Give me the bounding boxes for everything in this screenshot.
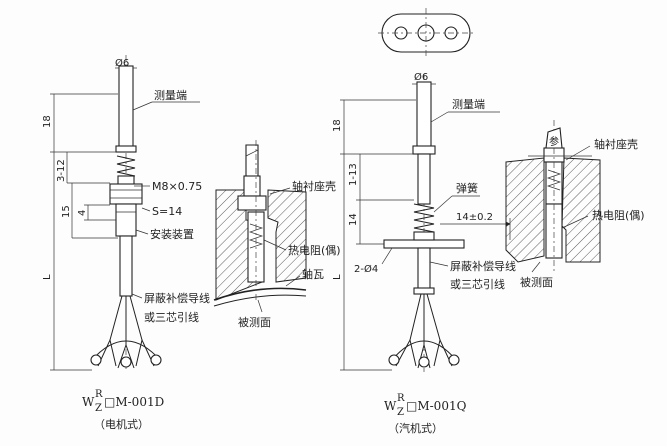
- lead-wire-label: 屏蔽补偿导线: [450, 259, 516, 273]
- model-caption: （汽机式）: [388, 421, 443, 435]
- spring: [413, 203, 435, 233]
- model-code: □M-001D: [104, 395, 164, 409]
- turbine-section-view: 参 轴衬座壳 热电阻(偶) 被测面: [505, 120, 645, 289]
- housing-hatch: [267, 189, 307, 283]
- spring: [116, 155, 136, 177]
- model-prefix: W: [384, 399, 397, 413]
- model-sub: Z: [397, 407, 404, 418]
- measuring-end-label: 测量端: [154, 89, 187, 102]
- flange-dim-label: 14±0.2: [456, 212, 493, 223]
- terminal-lug: [448, 354, 460, 366]
- terminal-lug: [120, 356, 132, 368]
- dim-14: 14: [348, 213, 359, 226]
- lead-wire-label: 屏蔽补偿导线: [144, 291, 210, 305]
- section-mark: 参: [549, 135, 559, 148]
- rtd-label: 热电阻(偶): [592, 209, 645, 222]
- measured-surface-label: 被测面: [238, 316, 271, 329]
- motor-section-view: 轴衬座壳 热电阻(偶) 轴瓦 被测面: [213, 140, 341, 329]
- bearing-housing-label: 轴衬座壳: [292, 179, 336, 193]
- terminal-lug: [418, 356, 430, 368]
- bearing-housing-label: 轴衬座壳: [594, 137, 638, 151]
- measuring-end-label: 测量端: [452, 98, 485, 111]
- probe-tube: [118, 65, 134, 149]
- dim-4: 4: [77, 210, 88, 216]
- dim-L: L: [42, 274, 53, 280]
- model-sup: R: [397, 393, 405, 404]
- terminal-lug: [388, 354, 400, 366]
- bearing-shell-label: 轴瓦: [302, 267, 324, 281]
- spring-label: 弹簧: [456, 181, 478, 195]
- flange: [383, 239, 465, 249]
- model-sub: Z: [95, 403, 102, 414]
- dim-L: L: [332, 274, 343, 280]
- mounting-label: 安装装置: [150, 227, 194, 241]
- wrench-size-label: S=14: [152, 205, 182, 218]
- measured-surface-label: 被测面: [520, 276, 553, 289]
- housing-hatch: [505, 157, 545, 263]
- diameter-label: Ø6: [115, 57, 129, 69]
- dim-1-13: 1-13: [348, 163, 359, 186]
- terminal-lug: [90, 354, 102, 366]
- lead-wire-alt-label: 或三芯引线: [450, 277, 505, 291]
- dim-18: 18: [332, 119, 343, 132]
- model-sup: R: [95, 389, 103, 400]
- diameter-label: Ø6: [414, 71, 428, 83]
- motor-type-sensor: Ø6 测量端 18 3-12 15 4 L M8×0.75 S=14 安装装置 …: [42, 55, 210, 431]
- model-prefix: W: [82, 395, 95, 409]
- model-code: □M-001Q: [406, 399, 467, 413]
- lead-wire-alt-label: 或三芯引线: [144, 310, 199, 324]
- probe-tube: [416, 81, 432, 149]
- dim-18: 18: [42, 115, 53, 128]
- dim-3-12: 3-12: [56, 159, 67, 182]
- hex-nut: [109, 183, 143, 205]
- turbine-type-sensor: Ø6 测量端 18 1-13 14 L 弹簧 14±0.2 2-Ø4 屏蔽补偿导…: [332, 8, 516, 435]
- dim-15: 15: [61, 205, 72, 218]
- thread-label: M8×0.75: [152, 180, 202, 193]
- rtd-label: 热电阻(偶): [288, 244, 341, 257]
- model-caption: （电机式）: [94, 417, 149, 431]
- holes-label: 2-Ø4: [354, 263, 378, 275]
- terminal-lug: [150, 354, 162, 366]
